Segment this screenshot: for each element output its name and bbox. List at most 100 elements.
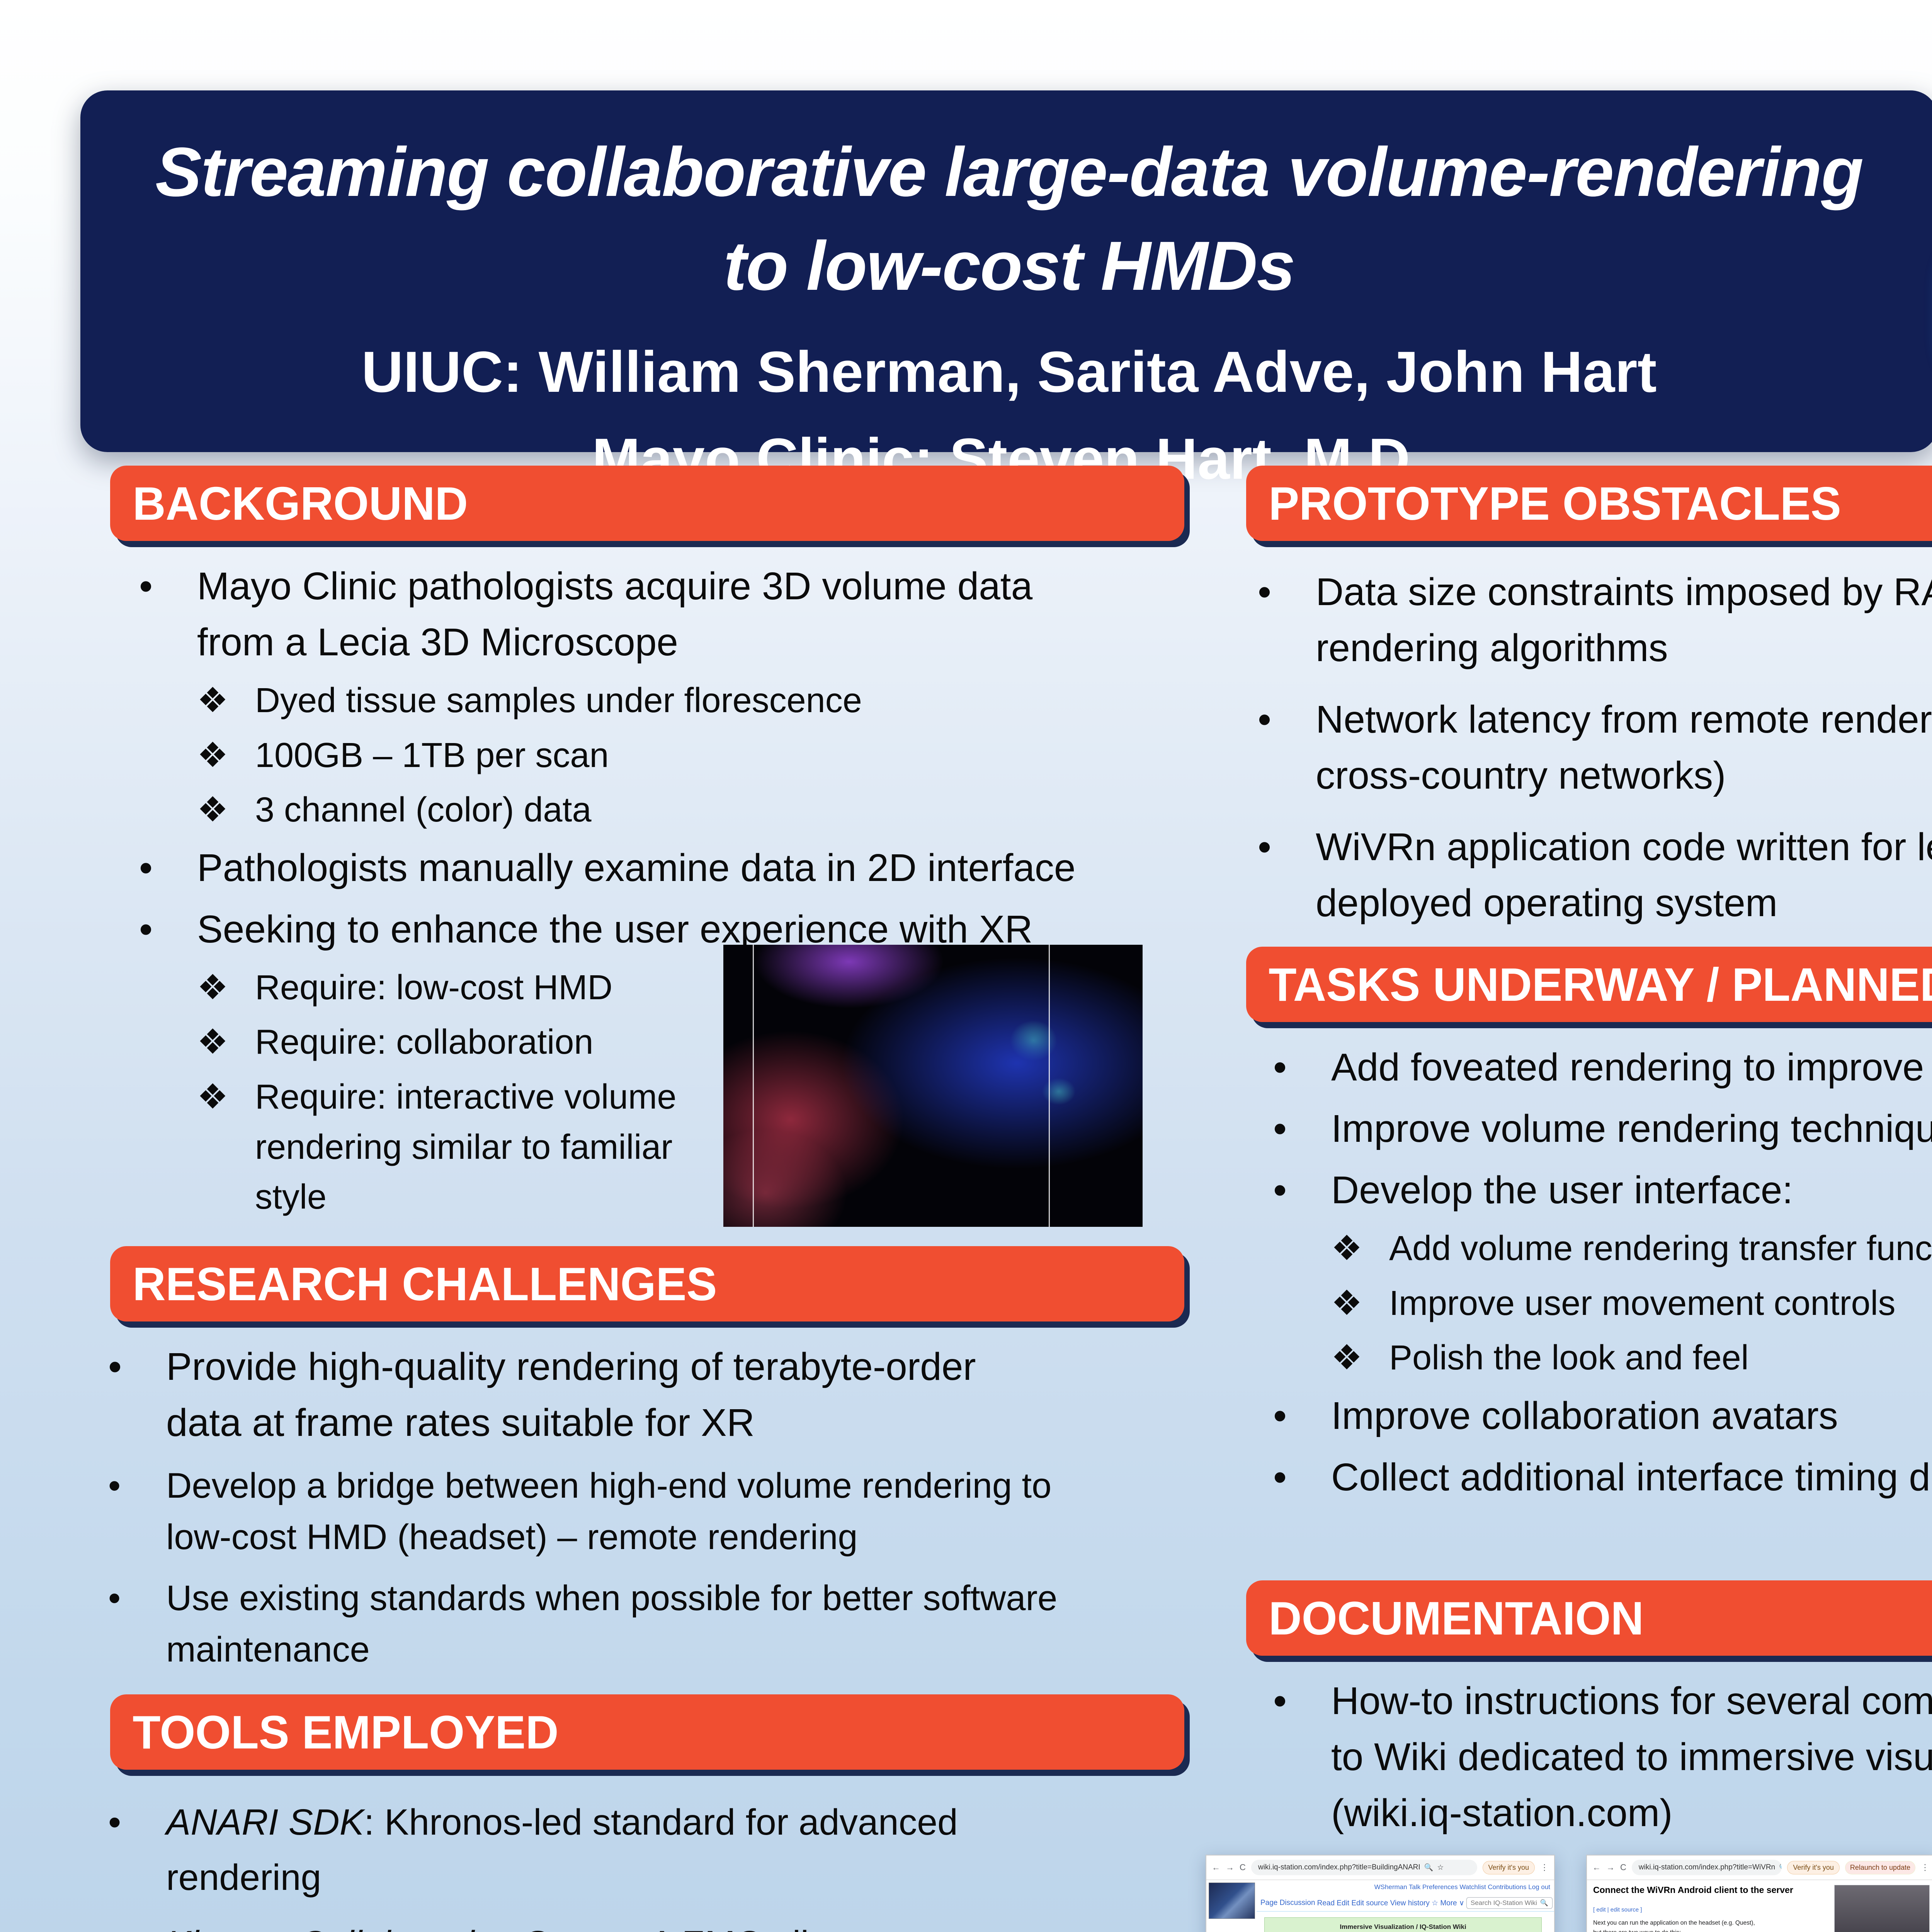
section-bar-tools: TOOLS EMPLOYED — [110, 1694, 1184, 1770]
section-title: BACKGROUND — [133, 477, 468, 530]
relaunch-update-chip: Relaunch to update — [1845, 1861, 1915, 1874]
wiki-tabs: Page Discussion Read Edit Edit source Vi… — [1257, 1894, 1554, 1912]
search-icon: 🔍 — [1540, 1899, 1548, 1906]
wiki-userbar: WSherman Talk Preferences Watchlist Cont… — [1374, 1883, 1550, 1891]
bullet-item: •Develop a bridge between high-end volum… — [97, 1460, 1217, 1563]
diamond-bullet-icon: ❖ — [1331, 1338, 1362, 1378]
bullet-item: ❖Require: interactive volume rendering s… — [185, 1072, 1194, 1223]
bullet-item: •Data size constraints imposed by RAM st… — [1246, 564, 1932, 676]
bullet-item: •Provide high-quality rendering of terab… — [97, 1339, 1217, 1451]
wiki-window-wivrn: ← → C wiki.iq-station.com/index.php?titl… — [1586, 1855, 1932, 1932]
bullet-item: ❖Improve user movement controls — [1320, 1279, 1932, 1329]
zoom-icon: 🔍 — [1424, 1864, 1434, 1872]
bullet-item: •Develop the user interface: — [1262, 1162, 1932, 1218]
bullet-item: ❖Require: low-cost HMD — [185, 963, 1194, 1013]
title-block: Streaming collaborative large-data volum… — [80, 90, 1932, 491]
bullet-icon: • — [108, 1345, 122, 1388]
diamond-bullet-icon: ❖ — [197, 1077, 228, 1116]
edit-link: [ edit | edit source ] — [1593, 1906, 1642, 1913]
bullet-item: ❖3 channel (color) data — [185, 785, 1194, 835]
section-bar-tasks: TASKS UNDERWAY / PLANNED — [1246, 947, 1932, 1022]
bullet-item: •Use existing standards when possible fo… — [97, 1573, 1217, 1676]
verify-profile-chip: Verify it's you — [1787, 1861, 1840, 1874]
diamond-bullet-icon: ❖ — [197, 968, 228, 1007]
documentation-list: •How-to instructions for several compone… — [1262, 1673, 1932, 1847]
bullet-icon: • — [1258, 825, 1272, 869]
bullet-item: •Network latency from remote rendering (… — [1246, 692, 1932, 804]
kebab-menu-icon: ⋮ — [1921, 1862, 1929, 1872]
browser-toolbar: ← → C wiki.iq-station.com/index.php?titl… — [1587, 1855, 1932, 1880]
diamond-bullet-icon: ❖ — [1331, 1229, 1362, 1268]
url-bar: wiki.iq-station.com/index.php?title=Buil… — [1251, 1860, 1477, 1875]
bullet-item: •Seeking to enhance the user experience … — [128, 901, 1194, 957]
section-bar-prototype: PROTOTYPE OBSTACLES — [1246, 466, 1932, 541]
bullet-icon: • — [1273, 1394, 1287, 1437]
reload-icon: C — [1240, 1862, 1246, 1872]
tools-list: •ANARI SDK: Khronos-led standard for adv… — [97, 1795, 1236, 1932]
reload-icon: C — [1620, 1862, 1626, 1872]
bullet-icon: • — [139, 846, 153, 889]
wiki-page-heading: Connect the WiVRn Android client to the … — [1593, 1885, 1793, 1895]
back-icon: ← — [1592, 1862, 1601, 1872]
bullet-item: •Add foveated rendering to improve frame… — [1262, 1039, 1932, 1095]
bullet-item: •Improve volume rendering techniques — [1262, 1101, 1932, 1157]
poster-title-line2: to low-cost HMDs — [723, 227, 1296, 305]
wiki-infobox: Immersive Visualization / IQ-Station Wik… — [1264, 1917, 1542, 1932]
bullet-icon: • — [1273, 1168, 1287, 1212]
section-title: PROTOTYPE OBSTACLES — [1269, 477, 1841, 530]
verify-profile-chip: Verify it's you — [1482, 1861, 1535, 1874]
bullet-item: •Improve collaboration avatars — [1262, 1388, 1932, 1444]
prototype-list: •Data size constraints imposed by RAM st… — [1246, 564, 1932, 937]
authors-line1: UIUC: William Sherman, Sarita Adve, John… — [361, 339, 1657, 404]
bullet-item: •Mayo Clinic pathologists acquire 3D vol… — [128, 558, 1194, 670]
bullet-item: ❖Dyed tissue samples under florescence — [185, 676, 1194, 726]
bookmark-star-icon: ☆ — [1437, 1863, 1444, 1872]
section-bar-research: RESEARCH CHALLENGES — [110, 1246, 1184, 1321]
section-title: TOOLS EMPLOYED — [133, 1706, 559, 1759]
bullet-icon: • — [1258, 570, 1272, 614]
bullet-item: •How-to instructions for several compone… — [1262, 1673, 1932, 1841]
wiki-search-input: Search IQ-Station Wiki🔍 — [1466, 1897, 1553, 1909]
bullet-icon: • — [139, 907, 153, 951]
research-list: •Provide high-quality rendering of terab… — [97, 1339, 1217, 1681]
section-title: DOCUMENTAION — [1269, 1592, 1644, 1645]
bullet-item: •ANARI SDK: Khronos-led standard for adv… — [97, 1795, 1236, 1905]
zoom-icon: 🔍 — [1779, 1863, 1782, 1872]
bullet-item: ❖Add volume rendering transfer function … — [1320, 1224, 1932, 1274]
background-list: •Mayo Clinic pathologists acquire 3D vol… — [128, 558, 1194, 1227]
bullet-icon: • — [108, 1578, 121, 1618]
bullet-icon: • — [108, 1802, 121, 1843]
diamond-bullet-icon: ❖ — [1331, 1284, 1362, 1323]
url-bar: wiki.iq-station.com/index.php?title=WiVR… — [1631, 1860, 1782, 1875]
bullet-icon: • — [1273, 1455, 1287, 1499]
diamond-bullet-icon: ❖ — [197, 791, 228, 830]
bullet-icon: • — [1273, 1107, 1287, 1150]
section-title: TASKS UNDERWAY / PLANNED — [1269, 958, 1932, 1011]
diamond-bullet-icon: ❖ — [197, 736, 228, 775]
back-icon: ← — [1212, 1862, 1220, 1872]
bullet-icon: • — [1273, 1679, 1287, 1723]
bullet-item: ❖100GB – 1TB per scan — [185, 731, 1194, 781]
bullet-item: •Kitware Collaborative Server: A ZMQ cli… — [97, 1917, 1236, 1932]
bullet-item: •WiVRn application code written for less… — [1246, 819, 1932, 931]
bullet-icon: • — [139, 565, 153, 608]
bullet-icon: • — [1258, 698, 1272, 741]
bullet-icon: • — [97, 1917, 166, 1932]
bullet-icon: • — [1273, 1046, 1287, 1089]
bullet-item: •Pathologists manually examine data in 2… — [128, 840, 1194, 896]
section-bar-documentation: DOCUMENTAION — [1246, 1580, 1932, 1656]
wiki-window-buildinganari: ← → C wiki.iq-station.com/index.php?titl… — [1206, 1855, 1555, 1932]
fluorescence-microscopy-image — [723, 945, 1143, 1227]
bullet-icon: • — [108, 1466, 121, 1505]
diamond-bullet-icon: ❖ — [197, 681, 228, 720]
bullet-item: ❖Polish the look and feel — [1320, 1333, 1932, 1383]
wiki-site-photo — [1209, 1883, 1255, 1919]
tasks-list: •Add foveated rendering to improve frame… — [1262, 1039, 1932, 1511]
section-title: RESEARCH CHALLENGES — [133, 1257, 717, 1310]
browser-toolbar: ← → C wiki.iq-station.com/index.php?titl… — [1206, 1855, 1554, 1880]
section-bar-background: BACKGROUND — [110, 466, 1184, 541]
bullet-item: •Collect additional interface timing dat… — [1262, 1449, 1932, 1505]
poster-title-line1: Streaming collaborative large-data volum… — [155, 133, 1864, 211]
bullet-item: ❖Require: collaboration — [185, 1017, 1194, 1068]
